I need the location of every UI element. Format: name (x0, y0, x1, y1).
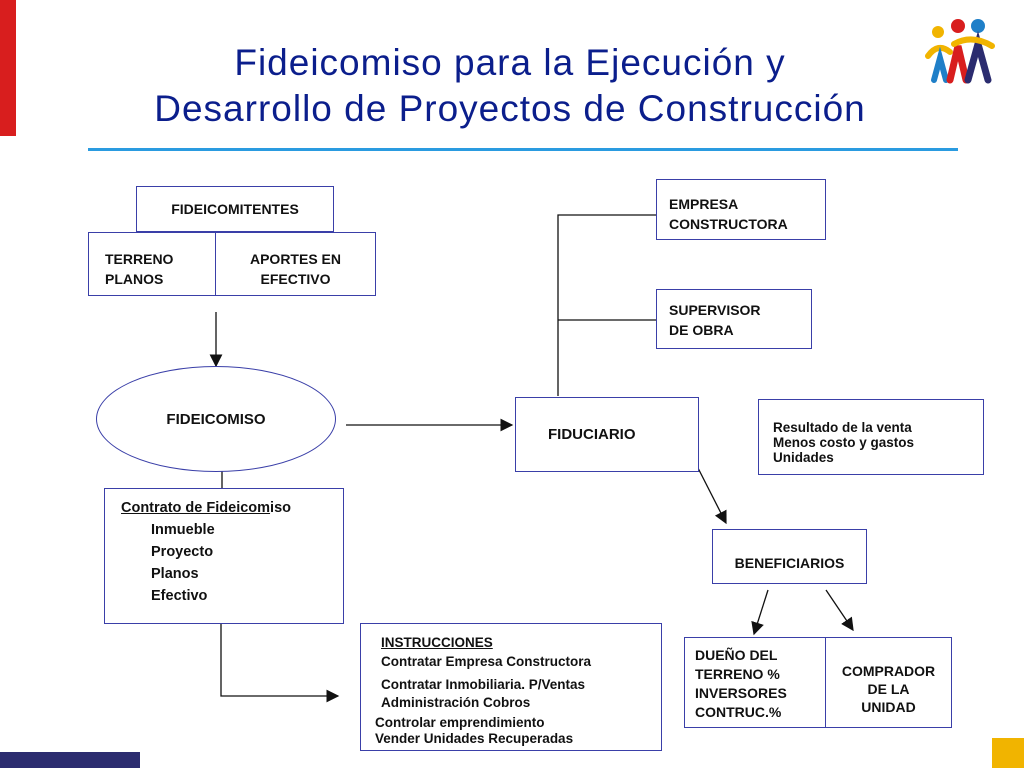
instrucciones-box: INSTRUCCIONES Contratar Empresa Construc… (360, 623, 662, 751)
terreno-label: TERRENO (105, 251, 174, 267)
supervisor-label: SUPERVISOR (669, 302, 761, 318)
instruccion-item: Vender Unidades Recuperadas (375, 731, 574, 746)
arrow-beneficiarios-to-dueno (751, 589, 769, 636)
title-line-2: Desarrollo de Proyectos de Construcción (154, 88, 866, 129)
red-accent-bar (0, 0, 16, 136)
contrato-fideicomiso-box: Contrato de Fideicomiso Inmueble Proyect… (104, 488, 344, 624)
empresa-label: EMPRESA (669, 196, 739, 212)
fideicomitentes-box: FIDEICOMITENTES (136, 186, 334, 232)
arrow-beneficiarios-to-comprador (825, 589, 854, 632)
beneficiarios-label: BENEFICIARIOS (734, 554, 845, 571)
title-line-1: Fideicomiso para la Ejecución y (234, 42, 786, 83)
dueno-line-4: CONTRUC.% (695, 704, 782, 720)
slide-title: Fideicomiso para la Ejecución y Desarrol… (40, 40, 980, 132)
aportes-label: APORTES EN (249, 251, 341, 267)
dueno-line-3: INVERSORES (695, 685, 787, 701)
beneficiarios-box: BENEFICIARIOS (712, 529, 867, 584)
dueno-line-1: DUEÑO DEL (695, 647, 778, 663)
instruccion-item: Contratar Inmobiliaria. P/Ventas (381, 677, 586, 692)
contrato-item: Efectivo (151, 588, 208, 604)
people-logo-icon (925, 19, 995, 84)
planos-label: PLANOS (105, 271, 164, 287)
contrato-heading: Contrato de Fideicomiso (121, 497, 343, 519)
terreno-planos-box: TERRENO PLANOS (88, 232, 216, 296)
yellow-accent-square (992, 738, 1024, 768)
resultado-venta-box: Resultado de la venta Menos costo y gast… (758, 399, 984, 475)
contrato-heading-rest: iso (270, 500, 291, 516)
line-fiduciario-to-empresa (557, 214, 656, 396)
aportes-efectivo-box: APORTES EN EFECTIVO (215, 232, 376, 296)
fiduciario-label: FIDUCIARIO (548, 425, 636, 443)
efectivo-label: EFECTIVO (260, 271, 331, 287)
fideicomitentes-label: FIDEICOMITENTES (171, 201, 299, 217)
title-divider (88, 148, 958, 151)
comprador-line-1: COMPRADOR (841, 663, 936, 679)
resultado-line-3: Unidades (773, 450, 834, 465)
comprador-line-3: UNIDAD (861, 699, 916, 715)
fideicomiso-ellipse: FIDEICOMISO (96, 366, 336, 472)
contrato-item: Planos (151, 566, 199, 582)
comprador-unidad-box: COMPRADOR DE LA UNIDAD (825, 637, 952, 728)
resultado-line-1: Resultado de la venta (773, 420, 912, 435)
de-obra-label: DE OBRA (669, 322, 734, 338)
instruccion-item: Administración Cobros (381, 695, 531, 710)
comprador-line-2: DE LA (867, 681, 910, 697)
contrato-item: Proyecto (151, 544, 214, 560)
empresa-constructora-box: EMPRESA CONSTRUCTORA (656, 179, 826, 240)
dueno-terreno-box: DUEÑO DEL TERRENO % INVERSORES CONTRUC.% (684, 637, 826, 728)
resultado-line-2: Menos costo y gastos (773, 435, 915, 450)
instrucciones-heading: INSTRUCCIONES (381, 635, 493, 650)
supervisor-obra-box: SUPERVISOR DE OBRA (656, 289, 812, 349)
arrow-fiduciario-to-beneficiarios (697, 467, 727, 525)
fideicomiso-label: FIDEICOMISO (166, 410, 266, 428)
navy-accent-bar (0, 752, 140, 768)
instruccion-item: Contratar Empresa Constructora (381, 654, 592, 669)
fiduciario-box: FIDUCIARIO (515, 397, 699, 472)
constructora-label: CONSTRUCTORA (669, 216, 788, 232)
dueno-line-2: TERRENO % (695, 666, 780, 682)
arrow-contrato-to-instrucciones (220, 622, 340, 703)
instruccion-item: Controlar emprendimiento (375, 715, 545, 730)
contrato-item: Inmueble (151, 522, 215, 538)
contrato-heading-underlined: Contrato de Fideicom (121, 500, 271, 516)
